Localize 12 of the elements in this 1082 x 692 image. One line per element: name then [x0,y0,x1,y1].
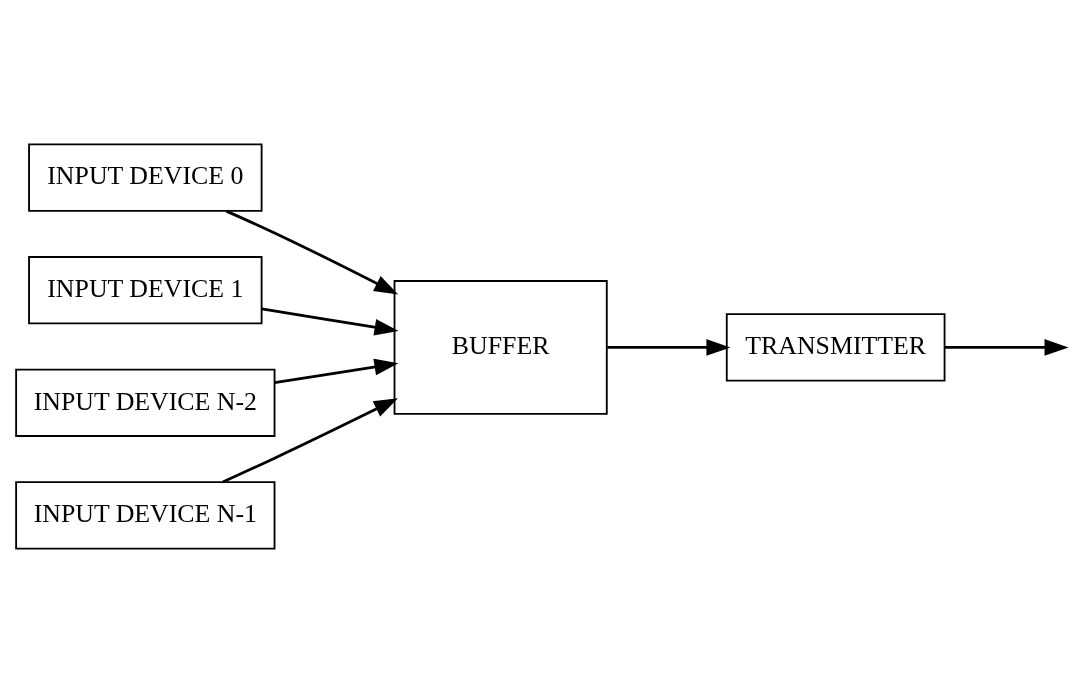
node-box: BUFFER [393,279,608,415]
node-box: TRANSMITTER [725,312,946,382]
arrow [222,397,398,483]
node-box: INPUT DEVICE N-2 [15,368,276,437]
node-box: INPUT DEVICE 0 [28,142,263,212]
arrow [607,338,731,356]
arrow [274,358,399,384]
arrow [261,307,399,336]
arrow [225,209,399,294]
node-box: INPUT DEVICE 1 [28,255,263,324]
arrow [945,338,1069,356]
node-box: INPUT DEVICE N-1 [15,480,276,550]
